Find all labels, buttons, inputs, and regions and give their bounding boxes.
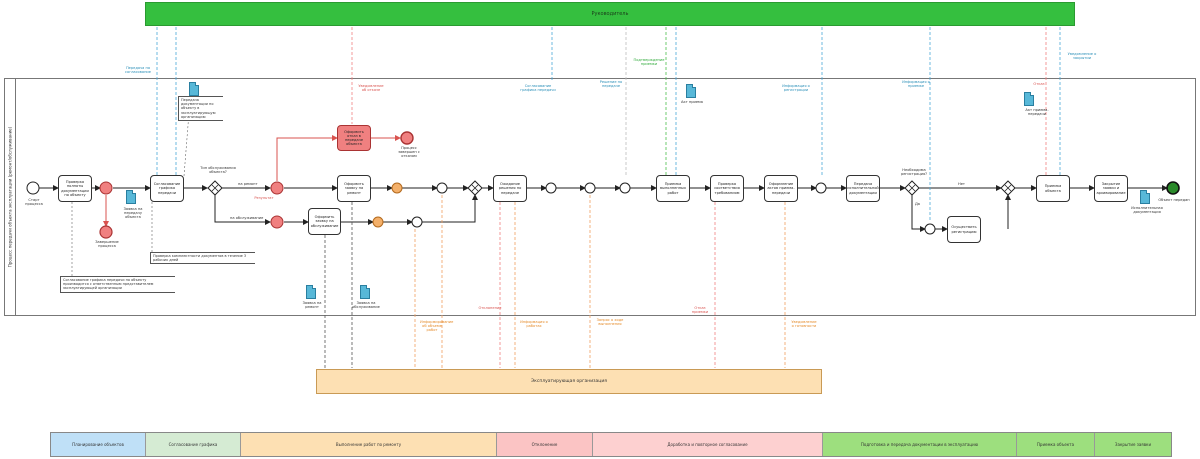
reject-end-event bbox=[400, 131, 414, 145]
msg-label-red-2: Результат bbox=[254, 196, 274, 200]
data-object-request-label: Заявка на передачу объекта bbox=[123, 207, 143, 220]
message-catch-event-4 bbox=[815, 182, 827, 194]
data-object-service bbox=[360, 285, 370, 299]
associations bbox=[71, 99, 191, 278]
error-event-service bbox=[270, 215, 284, 229]
intermediate-event-2 bbox=[411, 216, 423, 228]
task-check-compliance[interactable]: Проверка соответствия требованиям bbox=[710, 175, 744, 202]
legend-item: Закрытие заявки bbox=[1095, 433, 1171, 456]
gateway-registration-yes: Да bbox=[915, 202, 921, 206]
gateway-type-label: Тип обслуживания объекта? bbox=[200, 166, 236, 175]
msg-label-orange-2: Информация о работах bbox=[520, 320, 548, 329]
gateway-yes-label: на ремонт bbox=[238, 182, 258, 186]
gateway-no-label: на обслуживание bbox=[230, 216, 264, 220]
msg-label-green: Подтверждение приемки bbox=[633, 58, 665, 67]
annotation-schedule: Согласование графика передачи по объекту… bbox=[60, 276, 175, 293]
message-catch-event-1 bbox=[545, 182, 557, 194]
data-object-request bbox=[126, 190, 136, 204]
gateway-registration-no: Нет bbox=[958, 182, 966, 186]
task-transfer-docs[interactable]: Передача исполнительной документации bbox=[846, 175, 880, 202]
msg-label-red-1: Уведомление об отказе bbox=[358, 84, 384, 93]
msg-label-6: Уведомление о закрытии bbox=[1067, 52, 1097, 61]
error-event-repair bbox=[270, 181, 284, 195]
task-check-documents[interactable]: Проверка полноты документации по объекту bbox=[58, 175, 92, 202]
legend-item: Доработка и повторное согласование bbox=[593, 433, 823, 456]
annotation-check: Проверка комплектности документов в тече… bbox=[150, 252, 255, 265]
end-event bbox=[1166, 181, 1180, 195]
data-object-repair bbox=[306, 285, 316, 299]
msg-label-orange-1: Информирование об объеме работ bbox=[420, 320, 454, 333]
message-catch-event-2 bbox=[584, 182, 596, 194]
reject-end-label: Процесс завершен с отказом bbox=[398, 146, 420, 159]
msg-label-4: Информация о регистрации bbox=[782, 84, 810, 93]
msg-label-red-5: Отказ приемки bbox=[691, 306, 709, 315]
legend-item: Приемка объекта bbox=[1017, 433, 1095, 456]
pool-top: Руководитель bbox=[145, 2, 1075, 26]
intermediate-event-1 bbox=[436, 182, 448, 194]
legend-item: Отклонение bbox=[497, 433, 593, 456]
task-accept-object[interactable]: Приемка объекта bbox=[1036, 175, 1070, 202]
sequence-flow bbox=[39, 185, 1168, 232]
data-object-exec-docs bbox=[1140, 190, 1150, 204]
start-event bbox=[26, 181, 40, 195]
start-event-label: Старт процесса bbox=[25, 198, 43, 207]
data-object-service-label: Заявка на обслуживание bbox=[352, 301, 380, 310]
data-object-transfer-act bbox=[1024, 92, 1034, 106]
msg-label-2: Согласование графика передачи bbox=[520, 84, 556, 93]
legend-item: Планирование объектов bbox=[51, 433, 146, 456]
timer-event-1 bbox=[391, 182, 403, 194]
pool-main-label: Процесс передачи объекта эксплуатации (р… bbox=[4, 78, 16, 316]
legend-item: Выполнение работ по ремонту bbox=[241, 433, 497, 456]
data-object-documentation bbox=[189, 82, 199, 96]
error-boundary-event bbox=[99, 181, 113, 195]
task-close-request[interactable]: Закрытие заявки и архивирование bbox=[1094, 175, 1128, 202]
msg-label-5: Информация о приемке bbox=[902, 80, 930, 89]
message-catch-event-3 bbox=[619, 182, 631, 194]
gateways bbox=[207, 180, 1016, 196]
legend-item: Подготовка и передача документации в экс… bbox=[823, 433, 1017, 456]
task-repair-request[interactable]: Оформить заявку на ремонт bbox=[337, 175, 371, 202]
task-wait-decision[interactable]: Ожидание решения по передаче bbox=[493, 175, 527, 202]
data-object-act bbox=[686, 84, 696, 98]
msg-label-1: Передача на согласование bbox=[125, 66, 151, 75]
pool-main bbox=[4, 78, 1196, 316]
annotation-transfer: Передача документации по объекту в экспл… bbox=[178, 96, 223, 122]
message-catch-event-5 bbox=[924, 223, 936, 235]
legend-item: Согласование графика bbox=[146, 433, 241, 456]
pool-bottom: Эксплуатирующая организация bbox=[316, 369, 822, 394]
task-service-request[interactable]: Оформить заявку на обслуживание bbox=[308, 208, 341, 235]
gateway-registration-label: Необходима регистрация? bbox=[900, 168, 928, 177]
msg-label-red-3: Отказ bbox=[1033, 82, 1045, 86]
task-acts[interactable]: Оформление актов приема-передачи bbox=[764, 175, 798, 202]
task-schedule-agreement[interactable]: Согласование графика передачи bbox=[150, 175, 184, 202]
message-flows bbox=[156, 27, 1061, 368]
msg-label-orange-4: Уведомление о готовности bbox=[791, 320, 817, 329]
data-object-exec-docs-label: Исполнительная документация bbox=[1131, 206, 1163, 215]
error-flow bbox=[103, 135, 401, 227]
error-end-event bbox=[99, 225, 113, 239]
task-accept-works[interactable]: Приемка выполненных работ bbox=[656, 175, 690, 202]
data-object-repair-label: Заявка на ремонт bbox=[302, 301, 322, 310]
gateway-marks bbox=[211, 184, 1012, 192]
error-end-label: Завершение процесса bbox=[95, 240, 119, 249]
data-object-transfer-act-label: Акт приема-передачи bbox=[1025, 108, 1049, 117]
task-registration[interactable]: Осуществить регистрацию bbox=[947, 216, 981, 243]
legend: Планирование объектов Согласование графи… bbox=[50, 432, 1172, 457]
msg-label-3: Решение по передаче bbox=[599, 80, 623, 89]
msg-label-orange-3: Запрос о ходе выполнения bbox=[596, 318, 624, 327]
end-event-label: Объект передан bbox=[1158, 198, 1190, 202]
timer-event-2 bbox=[372, 216, 384, 228]
msg-label-red-4: Отклонение bbox=[478, 306, 502, 310]
task-reject[interactable]: Оформить отказ в передаче объекта bbox=[337, 125, 371, 151]
data-object-act-label: Акт приема bbox=[681, 100, 703, 104]
